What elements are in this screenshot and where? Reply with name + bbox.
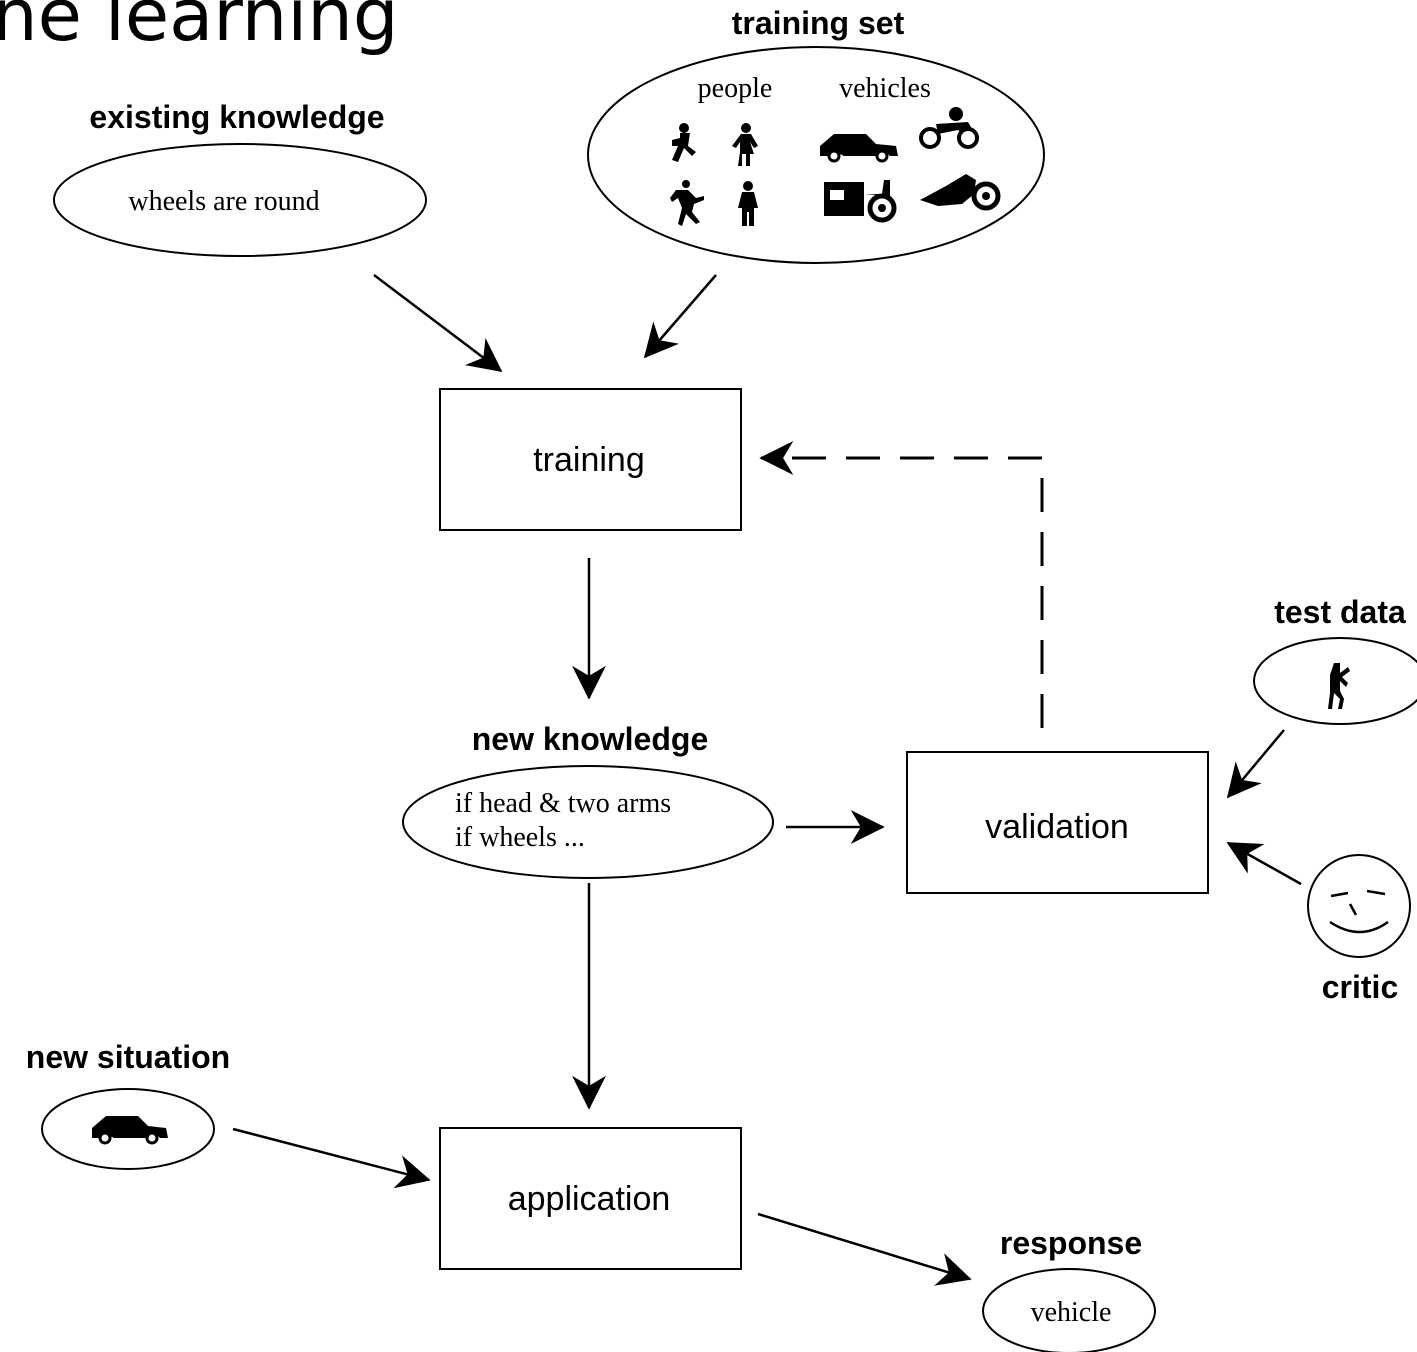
response-text: vehicle [1031, 1297, 1112, 1328]
application-label: application [508, 1180, 671, 1218]
validation-box [906, 751, 1209, 894]
application-box [439, 1127, 742, 1270]
new-knowledge-label: new knowledge [472, 721, 708, 757]
arrow-test-data-to-validation [1226, 729, 1285, 799]
vehicles-column-label: vehicles [839, 73, 931, 104]
existing-knowledge-ellipse [53, 143, 427, 257]
validation-label: validation [985, 808, 1129, 846]
arrow-training-set-to-training [643, 274, 717, 359]
critic-face [1307, 854, 1411, 958]
critic-label: critic [1322, 969, 1398, 1005]
training-box [439, 388, 742, 531]
person-icon [738, 181, 758, 226]
feedback-dashed-arrow [759, 441, 1044, 728]
car-icon [820, 134, 898, 163]
arrow-new-situation-to-application [232, 1127, 431, 1189]
runner-icon [670, 180, 704, 226]
response-ellipse [982, 1268, 1156, 1352]
test-data-label: test data [1274, 594, 1406, 630]
slide-title: ne learning [0, 0, 399, 57]
person-icon [732, 123, 758, 166]
arrow-critic-to-validation [1226, 841, 1302, 886]
tractor-icon [824, 180, 897, 223]
existing-knowledge-label: existing knowledge [89, 99, 384, 135]
new-knowledge-rule-1: if head & two arms [455, 788, 671, 819]
robot-figure-icon [1328, 663, 1350, 709]
car-icon [92, 1116, 168, 1145]
response-label: response [1000, 1225, 1142, 1261]
motorcycle-icon [920, 174, 1001, 211]
new-knowledge-ellipse [402, 765, 774, 879]
training-set-label: training set [732, 5, 905, 41]
people-column-label: people [698, 73, 773, 104]
new-situation-label: new situation [26, 1039, 230, 1075]
arrow-application-to-response [757, 1212, 972, 1286]
motorcycle-icon [919, 107, 979, 149]
runner-icon [672, 123, 696, 162]
existing-knowledge-text: wheels are round [128, 186, 319, 217]
smiley-face-icon [1329, 889, 1389, 934]
arrow-existing-knowledge-to-training [373, 274, 503, 373]
training-label: training [533, 441, 645, 479]
training-set-ellipse [587, 46, 1045, 264]
new-knowledge-rule-2: if wheels ... [455, 822, 585, 853]
